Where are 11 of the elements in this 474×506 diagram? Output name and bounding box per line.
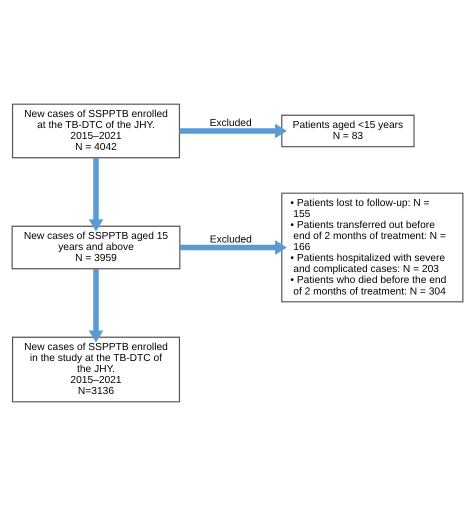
node-box: New cases of SSPPTB enrolled in the study at the TB-DTC of the JHY. 2015–2021 N=3136 <box>11 336 180 402</box>
node-box: New cases of SSPPTB enrolled at the TB-DTC of the JHY. 2015–2021 N = 4042 <box>11 104 180 158</box>
node-box: Patients aged <15 years N = 83 <box>280 114 414 148</box>
edge-label: Excluded <box>209 118 252 129</box>
edge-label: Excluded <box>209 234 252 246</box>
arrow <box>179 124 286 138</box>
arrow <box>88 268 103 342</box>
node-box: • Patients lost to follow-up: N = 155 • Patients transferred out before end of 2 months of treatment: N = 166 • Patients hospitalized with severe and complicated cases: N = 203 • Patients who died before the end of 2 months of treatment: N = 304 <box>280 192 463 302</box>
node-box: New cases of SSPPTB aged 15 years and above N = 3959 <box>11 226 180 270</box>
arrow <box>180 240 286 255</box>
arrow <box>88 158 103 232</box>
